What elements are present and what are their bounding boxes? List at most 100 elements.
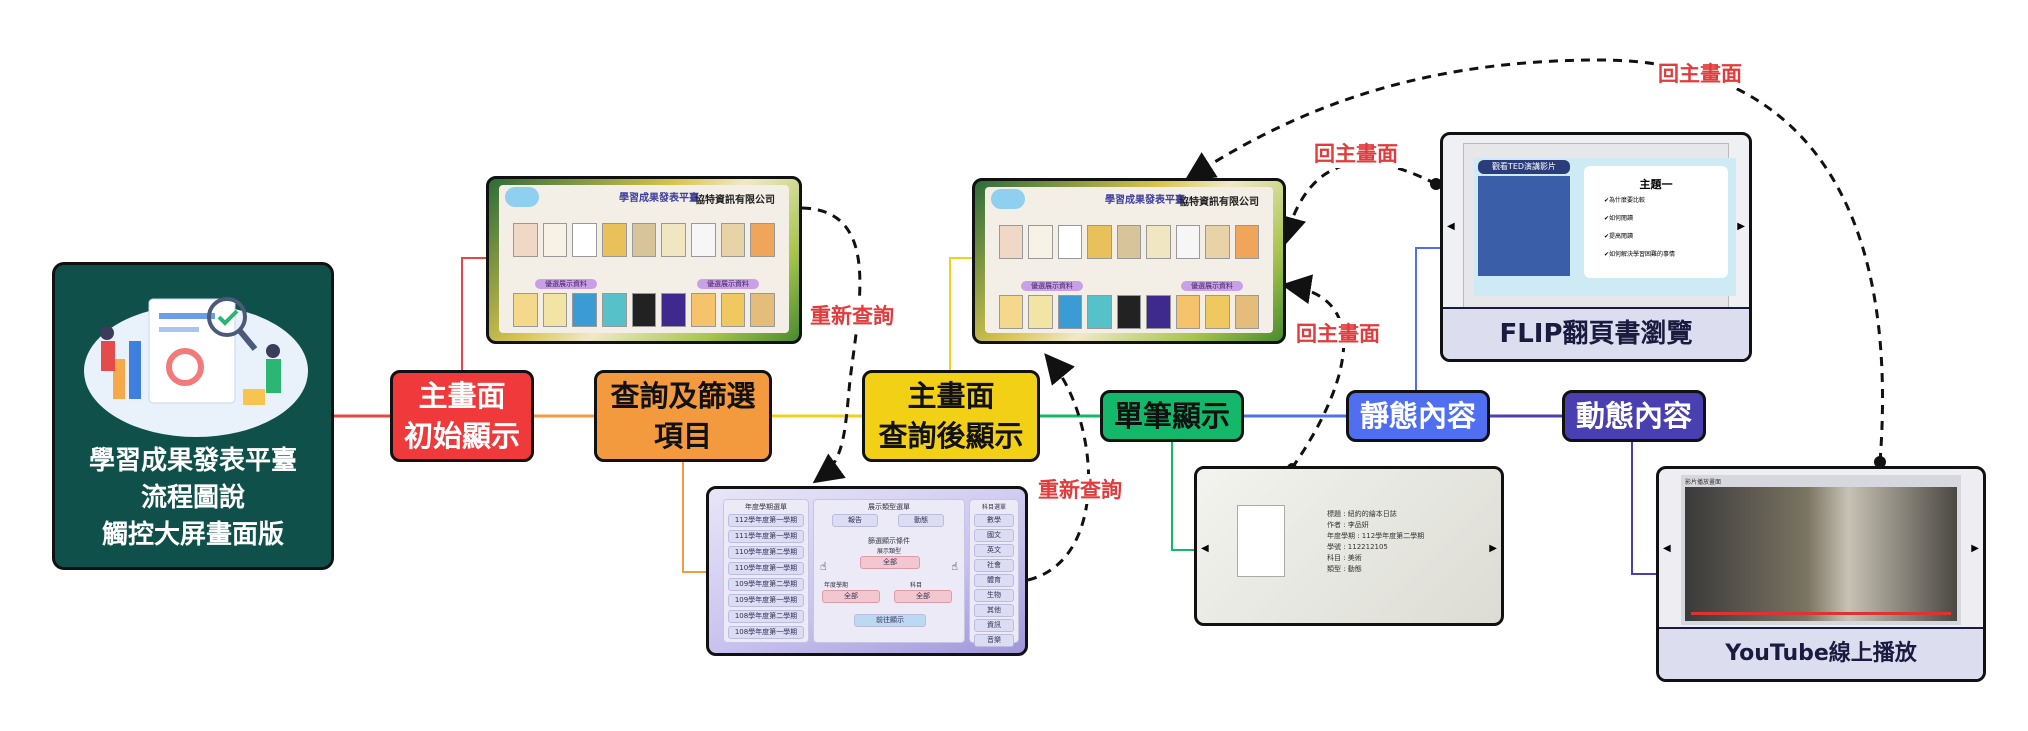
thumb-main-initial[interactable]: 學習成果發表平臺 協特資訊有限公司 優選展示資料 優選展示資料 — [486, 176, 802, 344]
node-static-content[interactable]: 靜態內容 — [1346, 390, 1490, 442]
single-field: 類型 : 動態 — [1327, 565, 1362, 573]
label-back-to-main-low: 回主畫面 — [1292, 318, 1384, 348]
next-arrow-icon[interactable]: ▶ — [1971, 543, 1979, 554]
flip-caption: FLIP翻頁書瀏覽 — [1443, 307, 1749, 359]
filter-year-title: 年度學期選單 — [745, 503, 787, 511]
thumb-main-after[interactable]: 學習成果發表平臺 協特資訊有限公司 優選展示資料 優選展示資料 — [972, 178, 1286, 344]
thumb-main-after-section-right: 優選展示資料 — [1181, 281, 1243, 291]
flip-bullet: ✔如何解決學習困難的事情 — [1604, 251, 1676, 258]
thumb-main-after-company: 協特資訊有限公司 — [1179, 197, 1259, 208]
filter-year-label: 年度學期 — [824, 582, 849, 589]
filter-year-item[interactable]: 110學年度第二學期 — [728, 546, 804, 559]
filter-subject-value[interactable]: 全部 — [894, 590, 952, 603]
label-requery-right: 重新查詢 — [1034, 474, 1126, 504]
dash-back-top — [1184, 58, 1884, 463]
node-single-display[interactable]: 單筆顯示 — [1100, 390, 1244, 442]
filter-year-item[interactable]: 109學年度第一學期 — [728, 594, 804, 607]
dash-dot-mid — [1430, 178, 1442, 190]
single-field: 年度學期 : 112學年度第二學期 — [1327, 532, 1425, 540]
prev-arrow-icon[interactable]: ◀ — [1201, 543, 1209, 554]
flip-bullet: ✔如何閱讀 — [1604, 215, 1634, 222]
branch-single-thumb — [1171, 440, 1194, 551]
branch-main-initial-thumb — [461, 257, 486, 374]
filter-go-button[interactable]: 前往顯示 — [854, 614, 926, 627]
thumb-main-initial-section-left: 優選展示資料 — [535, 279, 597, 289]
platform-logo-icon — [505, 187, 539, 207]
node-main-initial-line-2: 初始顯示 — [403, 419, 520, 453]
node-main-after-line-2: 查詢後顯示 — [878, 419, 1024, 453]
filter-year-value[interactable]: 全部 — [822, 590, 880, 603]
thumb-main-initial-row-2 — [513, 293, 776, 327]
filter-cond-title: 篩選顯示條件 — [868, 537, 910, 545]
dash-requery-left — [801, 206, 862, 484]
filter-year-item[interactable]: 111學年度第一學期 — [728, 530, 804, 543]
youtube-frame: 影片播放畫面 — [1681, 475, 1961, 625]
filter-subject-item[interactable]: 社會 — [974, 559, 1014, 572]
book-cover-thumbnail — [1237, 505, 1285, 577]
ted-video-thumbnail[interactable] — [1478, 176, 1570, 276]
root-title-line-3: 觸控大屏畫面版 — [101, 520, 284, 550]
branch-dynamic-youtube — [1631, 440, 1656, 575]
root-title-line-1: 學習成果發表平臺 — [88, 446, 297, 476]
node-main-initial[interactable]: 主畫面 初始顯示 — [390, 370, 534, 462]
next-arrow-icon[interactable]: ▶ — [1737, 221, 1745, 232]
flip-book-frame: 觀看TED演講影片 主題一 ✔為什麼要比較 ✔如何閱讀 ✔提高閱讀 ✔如何解決學… — [1463, 143, 1736, 309]
filter-subject-item[interactable]: 音樂 — [974, 634, 1014, 647]
branch-static-flip — [1415, 247, 1440, 392]
root-card: 學習成果發表平臺 流程圖說 觸控大屏畫面版 — [52, 262, 334, 570]
filter-all-type[interactable]: 全部 — [860, 556, 920, 569]
prev-arrow-icon[interactable]: ◀ — [1663, 543, 1671, 554]
node-dynamic-content-label: 動態內容 — [1575, 399, 1692, 433]
youtube-progress-bar[interactable] — [1691, 612, 1951, 615]
thumb-main-initial-panel: 學習成果發表平臺 協特資訊有限公司 優選展示資料 優選展示資料 — [499, 185, 789, 333]
hand-pointer-icon: ☝ — [820, 560, 827, 573]
thumb-youtube[interactable]: 影片播放畫面 ◀ ▶ YouTube線上播放 — [1656, 466, 1986, 682]
filter-subject-item[interactable]: 生物 — [974, 589, 1014, 602]
filter-subject-label: 科目 — [910, 582, 923, 589]
thumb-main-after-panel: 學習成果發表平臺 協特資訊有限公司 優選展示資料 優選展示資料 — [985, 187, 1273, 333]
prev-arrow-icon[interactable]: ◀ — [1447, 221, 1455, 232]
filter-subject-item[interactable]: 英文 — [974, 544, 1014, 557]
filter-year-item[interactable]: 108學年度第二學期 — [728, 610, 804, 623]
node-dynamic-content[interactable]: 動態內容 — [1562, 390, 1706, 442]
filter-type-b[interactable]: 動態 — [898, 514, 944, 527]
filter-type-a[interactable]: 報告 — [832, 514, 878, 527]
flip-bullet: ✔為什麼要比較 — [1604, 197, 1646, 204]
flip-topic: 主題一 — [1639, 178, 1673, 191]
thumb-single-display[interactable]: ◀ ▶ 標題 : 紐約的繪本日誌 作者 : 李品妍 年度學期 : 112學年度第… — [1194, 466, 1504, 626]
dash-back-mid — [1277, 161, 1437, 247]
filter-year-item[interactable]: 110學年度第一學期 — [728, 562, 804, 575]
filter-subject-item[interactable]: 其他 — [974, 604, 1014, 617]
node-query-filter[interactable]: 查詢及篩選 項目 — [594, 370, 772, 462]
next-arrow-icon[interactable]: ▶ — [1489, 543, 1497, 554]
single-field: 科目 : 美術 — [1327, 554, 1362, 562]
filter-subject-item[interactable]: 體育 — [974, 574, 1014, 587]
thumb-main-initial-title: 學習成果發表平臺 — [619, 193, 699, 204]
filter-year-column: 年度學期選單 112學年度第一學期 111學年度第一學期 110學年度第二學期 … — [723, 499, 809, 643]
node-main-after-query[interactable]: 主畫面 查詢後顯示 — [862, 370, 1040, 462]
thumb-main-initial-section-right: 優選展示資料 — [697, 279, 759, 289]
youtube-bar-title: 影片播放畫面 — [1685, 479, 1722, 486]
thumb-main-after-row-1 — [999, 225, 1259, 259]
single-field: 標題 : 紐約的繪本日誌 — [1327, 510, 1397, 518]
thumb-main-after-row-2 — [999, 295, 1259, 329]
filter-year-item[interactable]: 109學年度第二學期 — [728, 578, 804, 591]
label-back-to-main-top: 回主畫面 — [1654, 58, 1746, 88]
filter-year-item[interactable]: 108學年度第一學期 — [728, 626, 804, 639]
root-title-line-2: 流程圖說 — [140, 483, 245, 513]
thumb-filter[interactable]: 年度學期選單 112學年度第一學期 111學年度第一學期 110學年度第二學期 … — [706, 486, 1028, 656]
filter-subject-item[interactable]: 資訊 — [974, 619, 1014, 632]
filter-year-item[interactable]: 112學年度第一學期 — [728, 514, 804, 527]
thumb-flip[interactable]: 觀看TED演講影片 主題一 ✔為什麼要比較 ✔如何閱讀 ✔提高閱讀 ✔如何解決學… — [1440, 132, 1752, 362]
filter-subject-item[interactable]: 國文 — [974, 529, 1014, 542]
filter-condition-column: 展示類型選單 報告 動態 篩選顯示條件 展示類型 全部 ☝ ☝ 年度學期 科目 … — [813, 499, 965, 643]
single-field: 學號 : 112212105 — [1327, 543, 1388, 551]
dash-back-low — [1281, 274, 1346, 469]
flip-page: 觀看TED演講影片 主題一 ✔為什麼要比較 ✔如何閱讀 ✔提高閱讀 ✔如何解決學… — [1474, 158, 1736, 296]
label-requery-left: 重新查詢 — [806, 300, 898, 330]
filter-subject-item[interactable]: 數學 — [974, 514, 1014, 527]
youtube-video-player[interactable] — [1685, 487, 1957, 621]
youtube-caption: YouTube線上播放 — [1659, 627, 1983, 679]
branch-after-thumb — [949, 257, 972, 370]
